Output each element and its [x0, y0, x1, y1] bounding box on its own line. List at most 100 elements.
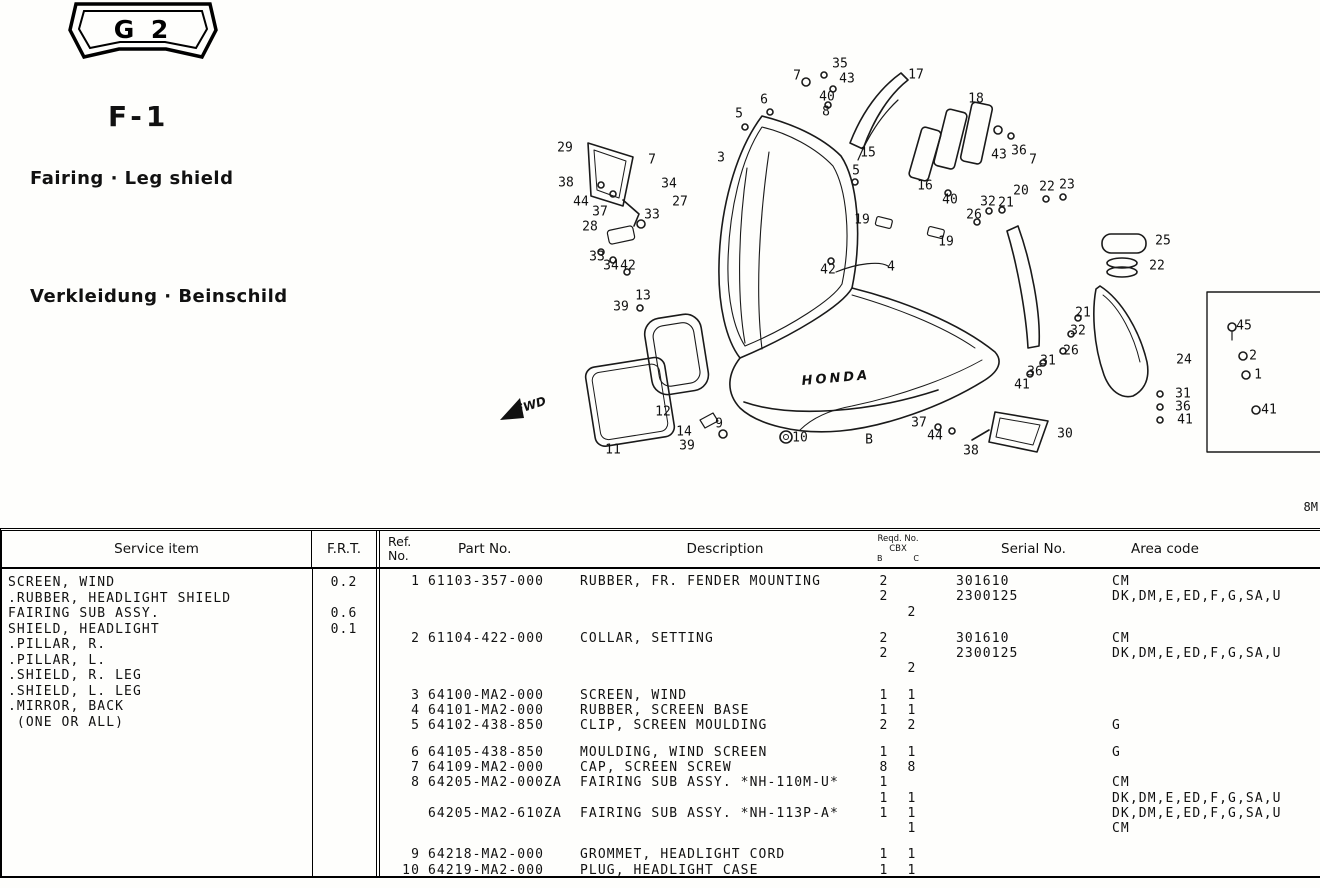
badge-label: G 2 [114, 15, 173, 44]
part-c: 1 [907, 687, 917, 703]
part-b: 1 [879, 744, 889, 760]
service-item-name: SCREEN, WIND [8, 575, 116, 590]
callout-30: 30 [1057, 426, 1073, 442]
service-item-row: .MIRROR, BACK [2, 699, 376, 715]
part-ref [380, 646, 428, 661]
service-item-frt [312, 684, 376, 700]
top-fasteners [741, 71, 859, 186]
callout-34: 34 [661, 176, 677, 192]
callout-31: 31 [1040, 353, 1056, 369]
callout-25: 25 [1155, 233, 1171, 249]
col-header-qty-b: B [877, 554, 883, 564]
part-c: 1 [907, 790, 917, 806]
callout-43: 43 [839, 71, 855, 87]
part-ref: 10 [402, 862, 420, 876]
part-desc: COLLAR, SETTING [580, 630, 714, 646]
part-ref: 5 [411, 718, 420, 734]
part-b: 2 [879, 646, 889, 662]
part-area: CM [1112, 821, 1130, 837]
part-b: 1 [879, 687, 889, 703]
part-c [898, 574, 926, 589]
part-desc: RUBBER, SCREEN BASE [580, 703, 750, 719]
part-serial [926, 688, 1086, 703]
part-b: 1 [879, 847, 889, 863]
part-desc: SCREEN, WIND [580, 687, 688, 703]
table-header-row: Service item F.R.T. Ref. No. Part No. De… [2, 531, 1320, 569]
callout-37: 37 [911, 415, 927, 431]
part-area: DK,DM,E,ED,F,G,SA,U [1112, 646, 1282, 662]
callout-21: 21 [1075, 305, 1091, 321]
column-divider [312, 569, 313, 876]
fwd-label: FWD [514, 394, 548, 417]
callout-41: 41 [1014, 377, 1030, 393]
callout-42: 42 [620, 258, 636, 274]
part-serial: 301610 [956, 630, 1010, 646]
wind-screen [718, 115, 859, 359]
part-area: CM [1112, 630, 1130, 646]
part-desc: PLUG, HEADLIGHT CASE [580, 862, 759, 876]
corner-note: 8M [1303, 500, 1318, 514]
callout-18: 18 [968, 91, 984, 107]
page-title-translated: Verkleidung · Beinschild [30, 286, 288, 307]
callout-37: 37 [592, 204, 608, 220]
part-c [898, 631, 926, 646]
part-c: 1 [907, 805, 917, 821]
callout-9: 9 [715, 416, 723, 432]
part-part: 61104-422-000 [428, 630, 545, 646]
part-c: 2 [907, 604, 917, 620]
part-b [870, 821, 898, 836]
callout-3: 3 [717, 150, 725, 166]
part-serial [926, 806, 1086, 821]
part-b: 1 [879, 862, 889, 876]
part-ref: 3 [411, 687, 420, 703]
callout-10: 10 [792, 430, 808, 446]
part-part: 64205-MA2-610ZA [428, 805, 562, 821]
part-serial [926, 847, 1086, 862]
callout-19: 19 [854, 212, 870, 228]
part-part: 64102-438-850 [428, 718, 545, 734]
callout-B: B [865, 432, 873, 448]
part-area [1086, 688, 1320, 703]
callout-35: 35 [832, 56, 848, 72]
part-desc: FAIRING SUB ASSY. *NH-110M-U* [580, 775, 839, 791]
part-c: 1 [907, 821, 917, 837]
callout-15: 15 [860, 145, 876, 161]
part-row: 2 [380, 661, 1320, 676]
part-b: 2 [879, 630, 889, 646]
col-header-qty-c: C [913, 554, 919, 564]
part-row: 1 1 DK,DM,E,ED,F,G,SA,U [380, 791, 1320, 806]
part-ref [380, 806, 428, 821]
part-ref [380, 791, 428, 806]
callout-39: 39 [613, 299, 629, 315]
section-badge: G 2 [62, 0, 224, 68]
screen-moulding [827, 72, 945, 273]
part-c: 8 [907, 759, 917, 775]
callout-39: 39 [679, 438, 695, 454]
part-serial [926, 718, 1086, 733]
callout-28: 28 [582, 219, 598, 235]
part-part: 61103-357-000 [428, 574, 545, 589]
part-serial: 2300125 [956, 646, 1019, 662]
part-b: 1 [879, 790, 889, 806]
service-item-name: .PILLAR, R. [8, 637, 107, 652]
small-fasteners-left [597, 225, 644, 312]
part-serial: 301610 [956, 574, 1010, 589]
callout-36: 36 [1027, 364, 1043, 380]
part-ref: 9 [411, 847, 420, 863]
callout-8: 8 [822, 104, 830, 120]
part-serial [926, 863, 1086, 876]
callout-41: 41 [1261, 402, 1277, 418]
mounting-ring [643, 313, 710, 396]
part-area [1086, 661, 1320, 676]
service-item-name: SHIELD, HEADLIGHT [8, 621, 160, 637]
service-item-frt [312, 715, 376, 731]
service-item-frt [312, 653, 376, 669]
part-area: DK,DM,E,ED,F,G,SA,U [1112, 790, 1282, 806]
col-header-ref-no: Ref. No. [388, 534, 412, 563]
